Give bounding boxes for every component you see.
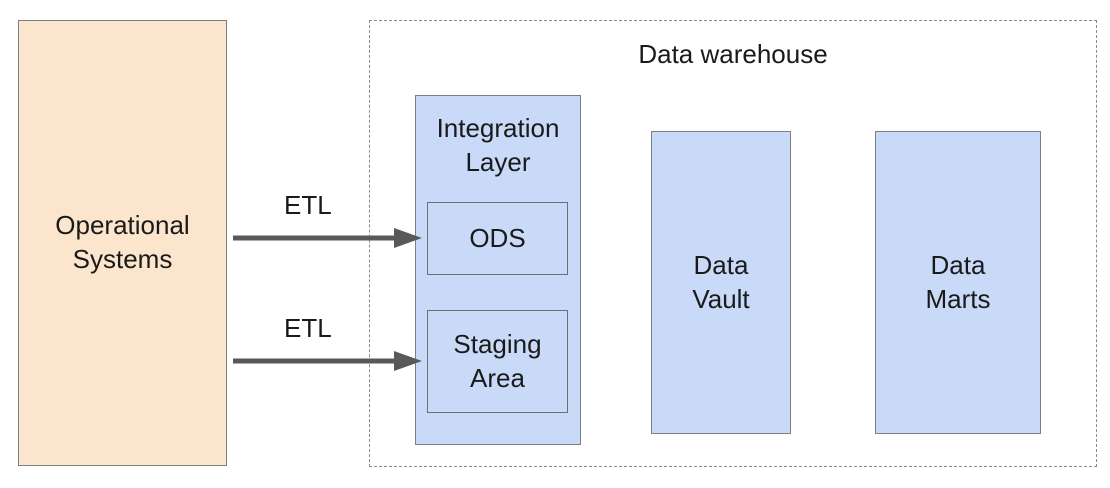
etl-label-ods: ETL	[284, 190, 332, 220]
operational-systems-box: Operational Systems	[18, 20, 227, 466]
integration-layer-label-line2: Layer	[465, 146, 531, 177]
data-warehouse-container: Data warehouse	[369, 20, 1097, 467]
integration-layer-label: Integration Layer	[416, 112, 580, 180]
staging-area-label-line1: Staging	[453, 328, 542, 359]
ods-label: ODS	[469, 222, 526, 253]
data-vault-box: Data Vault	[651, 131, 791, 434]
operational-systems-label-line1: Operational	[55, 210, 190, 241]
etl-arrow-staging	[233, 351, 422, 371]
ods-box: ODS	[427, 202, 568, 275]
staging-area-box: Staging Area	[427, 310, 568, 413]
integration-layer-label-line1: Integration	[436, 113, 560, 143]
data-warehouse-title: Data warehouse	[638, 39, 828, 69]
data-vault-label-line2: Vault	[692, 283, 750, 314]
operational-systems-label-line2: Systems	[72, 244, 173, 274]
staging-area-label-line2: Area	[470, 362, 525, 393]
data-marts-label-line2: Marts	[925, 283, 991, 314]
etl-label-staging: ETL	[284, 313, 332, 343]
data-marts-label-line1: Data	[930, 249, 986, 280]
etl-arrow-ods	[233, 228, 422, 248]
data-marts-box: Data Marts	[875, 131, 1041, 434]
data-vault-label-line1: Data	[693, 249, 749, 280]
